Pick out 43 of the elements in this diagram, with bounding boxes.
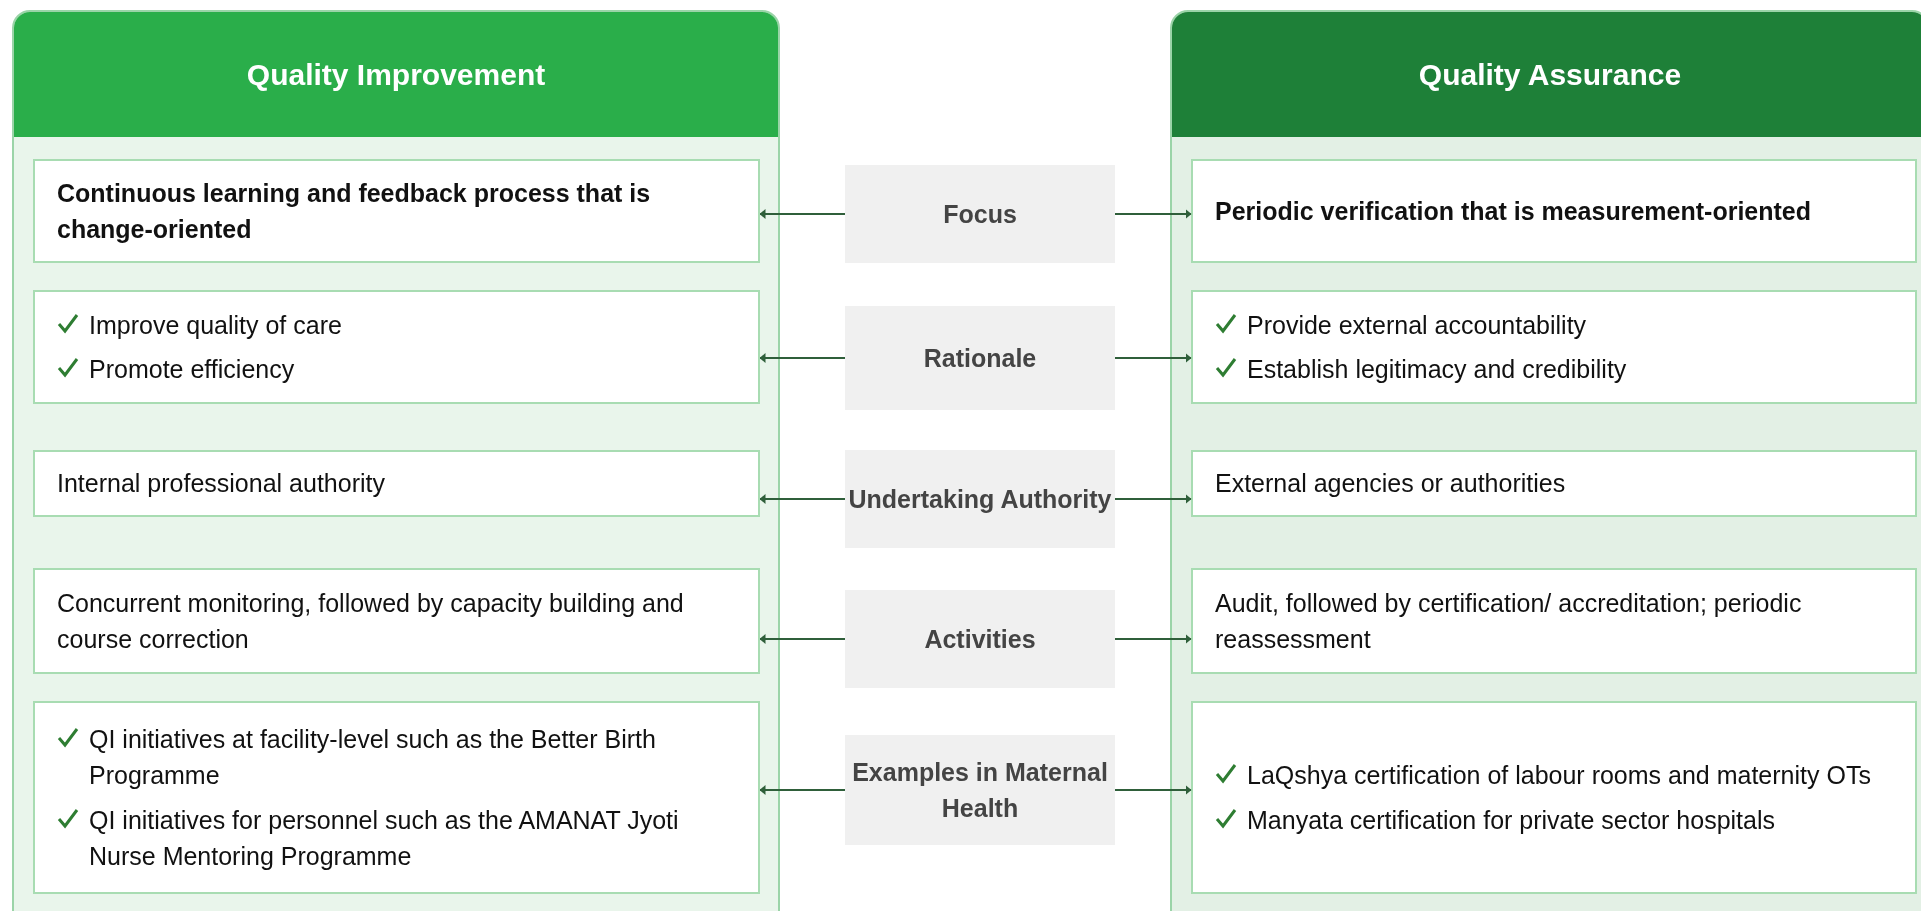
content-box [1191, 450, 1917, 517]
arrow [1114, 494, 1192, 504]
bullet-text: Improve quality of care [89, 309, 342, 341]
category-label: Undertaking Authority [845, 450, 1115, 548]
category-label: Rationale [845, 306, 1115, 410]
bullet-text: QI initiatives at facility-level such as the Better Birth Programme [89, 724, 657, 792]
cell-text: Audit, followed by certification/ accreditation; periodic reassessment [1215, 587, 1803, 655]
arrow [1114, 634, 1192, 644]
arrow [759, 353, 846, 363]
content-box [33, 450, 760, 517]
arrow [1114, 785, 1192, 795]
bullet-text: Establish legitimacy and credibility [1247, 354, 1627, 385]
arrow [759, 634, 846, 644]
column-panel [1170, 10, 1921, 911]
arrow [1114, 353, 1192, 363]
content-box [1191, 159, 1917, 263]
content-box [33, 568, 760, 674]
content-box [33, 290, 760, 404]
content-box [33, 701, 760, 894]
category-label: Activities [845, 590, 1115, 688]
column-title: Quality Improvement [246, 57, 546, 92]
content-box [1191, 568, 1917, 674]
content-box [1191, 701, 1917, 894]
cell-text: Concurrent monitoring, followed by capacity building and course correction [57, 587, 685, 655]
cell-text: External agencies or authorities [1215, 468, 1567, 500]
bullet-text: LaQshya certification of labour rooms and maternity OTs [1247, 760, 1871, 792]
category-label: Examples in Maternal Health [845, 735, 1115, 845]
arrow [759, 209, 846, 219]
column-panel [12, 10, 780, 911]
statement-text: Periodic verification that is measurement-oriented [1215, 195, 1812, 227]
arrow [1114, 209, 1192, 219]
category-label: Focus [845, 165, 1115, 263]
column-title: Quality Assurance [1418, 57, 1682, 92]
bullet-text: Promote efficiency [89, 354, 295, 385]
content-box [1191, 290, 1917, 404]
bullet-text: Provide external accountability [1247, 309, 1587, 341]
bullet-text: QI initiatives for personnel such as the AMANAT Jyoti Nurse Mentoring Programme [89, 804, 680, 872]
cell-text: Internal professional authority [57, 468, 386, 500]
arrow [759, 494, 846, 504]
content-box [33, 159, 760, 263]
bullet-text: Manyata certification for private sector hospitals [1247, 804, 1775, 836]
arrow [759, 785, 846, 795]
statement-text: Continuous learning and feedback process that is change-oriented [57, 177, 652, 245]
